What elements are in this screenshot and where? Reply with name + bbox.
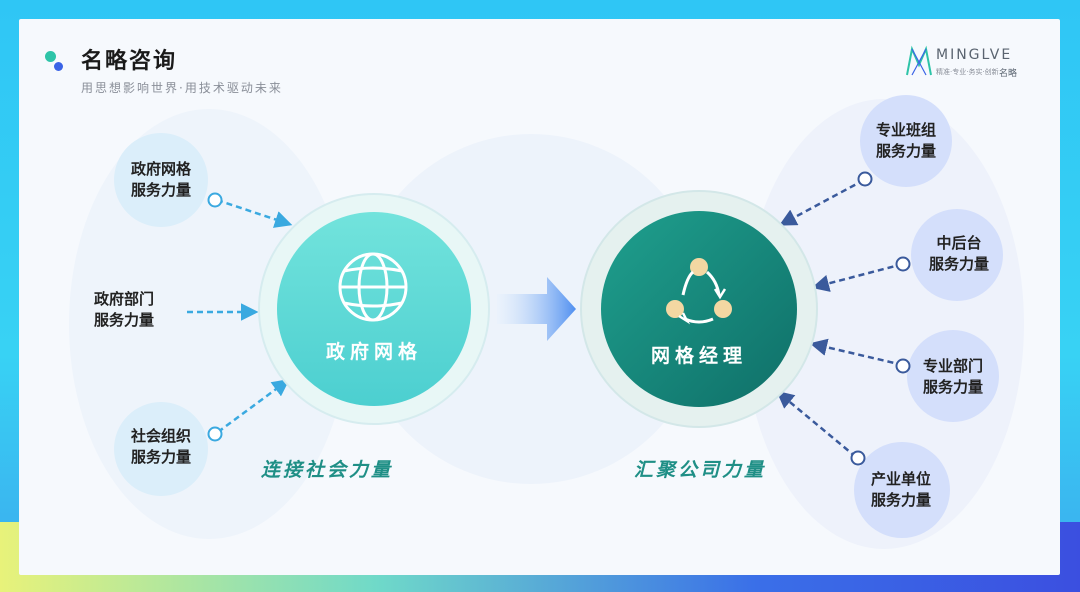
connector-endpoint [895, 256, 911, 272]
right-hub-label: 网格经理 [650, 345, 747, 367]
left-connector [217, 378, 290, 434]
left-node-label: 社会组织 服务力量 [111, 426, 211, 468]
left-node-bubble [114, 402, 208, 496]
logo-chinese: 名略 [999, 69, 1018, 79]
right-caption: 汇聚公司力量 [634, 459, 767, 481]
right-connector [776, 390, 857, 458]
arrow-right-icon [497, 277, 576, 341]
brand-dot-icon [45, 51, 56, 62]
left-hub-circle [277, 212, 471, 406]
left-node-label: 政府网格 服务力量 [111, 159, 211, 201]
right-node-bubble [907, 330, 999, 422]
node-line: 服务力量 [922, 378, 983, 396]
left-node-bubble [85, 262, 179, 356]
brand-dot-icon [54, 62, 63, 71]
minglve-logo: MINGLVE 精准·专业·务实·创新 名略 [904, 45, 1024, 85]
node-line: 政府部门 [93, 290, 154, 308]
node-line: 服务力量 [928, 255, 989, 273]
right-node-bubble [854, 442, 950, 538]
slide-card: 名略咨询 用思想影响世界·用技术驱动未来 MINGLVE 精准·专业·务实·创新… [19, 19, 1060, 575]
left-node-bubble [114, 133, 208, 227]
right-hub-circle [601, 211, 797, 407]
right-node-label: 专业班组 服务力量 [856, 120, 956, 162]
right-node-bubble [911, 209, 1003, 301]
node-line: 服务力量 [130, 448, 191, 466]
logo-word: MINGLVE [936, 47, 1013, 63]
left-hub-label: 政府网格 [325, 341, 422, 363]
connector-endpoint [207, 192, 223, 208]
connector-endpoint [857, 171, 873, 187]
node-line: 中后台 [936, 234, 982, 252]
diagram-canvas [69, 95, 1024, 549]
right-connector [778, 178, 865, 226]
node-line: 社会组织 [130, 427, 191, 445]
node-line: 专业班组 [875, 121, 936, 139]
connector-endpoint [850, 450, 866, 466]
node-line: 专业部门 [922, 357, 983, 375]
connector-endpoint [895, 358, 911, 374]
node-line: 产业单位 [870, 470, 931, 488]
right-node-label: 产业单位 服务力量 [851, 469, 951, 511]
brand-title: 名略咨询 [81, 49, 178, 74]
left-caption: 连接社会力量 [261, 459, 394, 481]
node-line: 服务力量 [130, 181, 191, 199]
cycle-icon [666, 258, 732, 325]
logo-subtext: 精准·专业·务实·创新 [936, 68, 999, 76]
node-line: 服务力量 [870, 491, 931, 509]
right-connector [811, 262, 904, 292]
logo-mark-icon [906, 45, 932, 76]
brand-slogan: 用思想影响世界·用技术驱动未来 [81, 81, 283, 95]
left-node-label: 政府部门 服务力量 [74, 289, 174, 331]
right-connector [809, 338, 904, 367]
right-node-label: 中后台 服务力量 [909, 233, 1009, 275]
node-line: 服务力量 [93, 311, 154, 329]
node-line: 服务力量 [875, 142, 936, 160]
connector-endpoint [207, 426, 223, 442]
left-connector [216, 198, 293, 228]
node-line: 政府网格 [130, 160, 191, 178]
right-node-label: 专业部门 服务力量 [903, 356, 1003, 398]
right-node-bubble [860, 95, 952, 187]
globe-icon [338, 252, 408, 322]
